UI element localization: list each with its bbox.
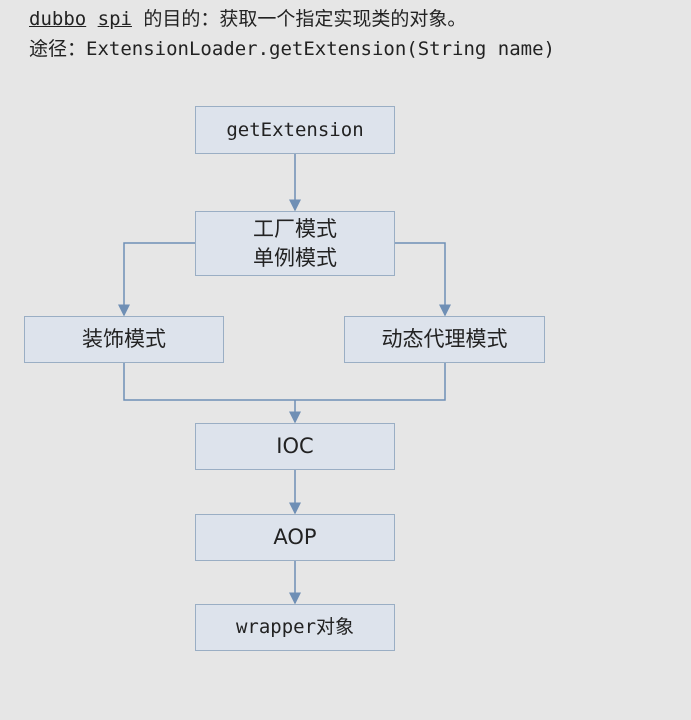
singleton-label: 单例模式 bbox=[253, 245, 337, 270]
header-line-1: dubbo spi 的目的：获取一个指定实现类的对象。 bbox=[29, 4, 466, 31]
node-get-extension: getExtension bbox=[195, 106, 395, 154]
spi-link: spi bbox=[97, 8, 132, 30]
purpose-text: 的目的：获取一个指定实现类的对象。 bbox=[131, 8, 467, 30]
node-wrapper: wrapper对象 bbox=[195, 604, 395, 651]
node-decorator: 装饰模式 bbox=[24, 316, 224, 363]
arrow-factory-to-decorator bbox=[118, 242, 195, 317]
node-proxy: 动态代理模式 bbox=[344, 316, 545, 363]
node-ioc: IOC bbox=[195, 423, 395, 470]
dubbo-link: dubbo bbox=[29, 8, 87, 30]
factory-label: 工厂模式 bbox=[253, 216, 337, 241]
line-decorator-merge bbox=[123, 363, 446, 401]
arrow-factory-to-proxy bbox=[395, 242, 451, 317]
node-aop: AOP bbox=[195, 514, 395, 561]
header-line-2: 途径：ExtensionLoader.getExtension(String n… bbox=[29, 38, 555, 60]
node-factory-singleton: 工厂模式单例模式 bbox=[195, 211, 395, 276]
